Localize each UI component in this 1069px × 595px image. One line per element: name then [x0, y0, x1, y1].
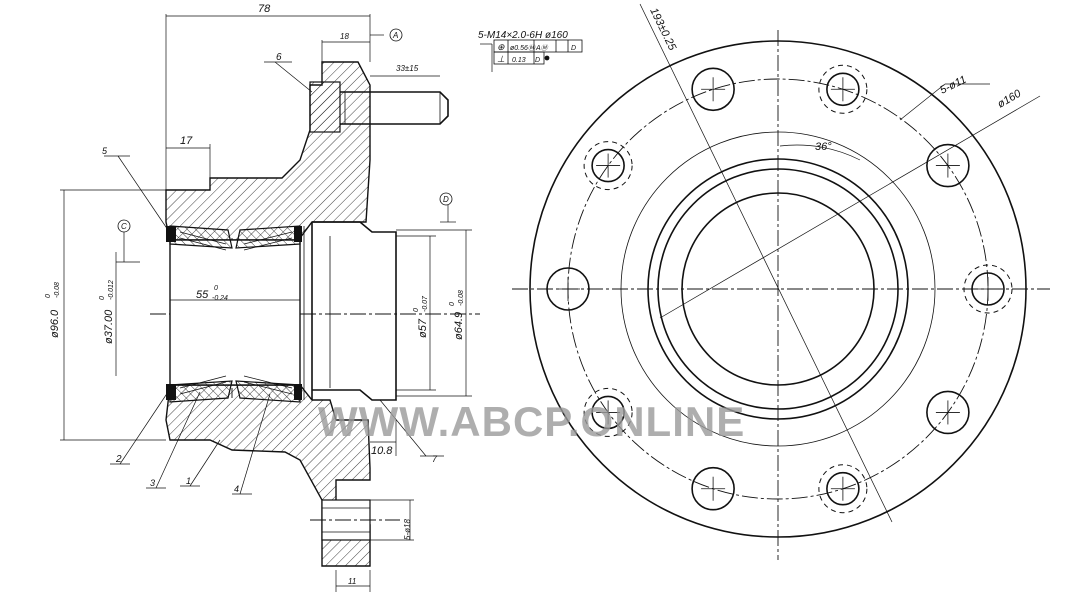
part-label-4: 4: [234, 484, 239, 494]
seal-lower-right: [294, 384, 302, 400]
bearing-race-lower-left: [169, 380, 233, 403]
tapped-hole: [963, 264, 1013, 314]
dim-bore-57: ø57: [417, 318, 429, 338]
dim-angle: 36°: [815, 141, 832, 153]
seal-upper-right: [294, 226, 302, 242]
tol-row2-datum: D: [535, 57, 540, 64]
dim-bore-649-tol-upper: 0: [449, 302, 456, 306]
dim-hole-size: 5-ø18: [403, 519, 412, 540]
dim-bore-649-tol: -0.08: [458, 290, 465, 306]
dim-pcd: ø160: [996, 87, 1024, 110]
part-label-3: 3: [150, 478, 155, 488]
dimension-lines: [60, 14, 472, 592]
part-leaders: [104, 61, 444, 495]
dim-bore-96: ø96.0: [49, 309, 61, 338]
tapped-hole: [818, 64, 868, 114]
dim-hole-callout: 5-ø11: [938, 74, 968, 97]
dim-pilot-length: 10.8: [371, 445, 393, 457]
watermark: WWW.ABCP.ONLINE: [318, 398, 745, 445]
section-view: 78 18 A 33±15 17 C D 55 0 -0.24 ø96.0 0 …: [45, 3, 583, 592]
part-label-2: 2: [115, 454, 122, 465]
thread-callout: 5-M14×2.0-6H ø160: [478, 30, 568, 41]
dim-overall-length: 78: [258, 3, 271, 15]
tapped-hole: [583, 141, 633, 191]
stud-hole: [546, 267, 590, 311]
datum-c-label: C: [121, 222, 127, 231]
tol-row1-datum2: D: [571, 45, 576, 52]
dim-bore-649: ø64.9: [453, 312, 465, 340]
dim-bore-37-tol-upper: 0: [99, 296, 106, 300]
dim-bore-57-tol: -0.07: [422, 295, 429, 312]
bearing-race-upper-right: [235, 225, 301, 249]
dim-bearing-span-tol: -0.24: [212, 295, 228, 302]
tolerance-frame: [480, 39, 583, 72]
part-label-5: 5: [102, 146, 108, 156]
rollers-upper: [179, 231, 293, 251]
wheel-stud: [309, 81, 449, 133]
dim-bore-96-tol: -0.08: [54, 282, 61, 298]
tol-row1-value: ø0.56Ⓜ: [510, 44, 536, 52]
dim-bearing-span: 55: [196, 289, 209, 301]
datum-a-circle: [389, 28, 403, 42]
tol-row2-value: 0.13: [512, 57, 526, 64]
dim-flange-thickness: 18: [340, 32, 349, 41]
seal-lower-left: [166, 384, 176, 400]
part-label-1: 1: [186, 476, 191, 486]
datum-d-circle: [439, 192, 453, 206]
dim-bore-57-tol-upper: 0: [413, 308, 420, 312]
bearing-race-lower-right: [235, 380, 301, 403]
hub-bore: [169, 239, 301, 386]
dim-stud-length: 33±15: [396, 64, 419, 73]
dim-hub-step: 17: [180, 135, 193, 147]
tol-row2-symbol: ⊥: [497, 54, 505, 64]
rollers-lower: [179, 375, 293, 395]
seal-upper-left: [166, 226, 176, 242]
stud-hole: [926, 143, 970, 188]
dim-bore-37: ø37.00: [103, 309, 115, 344]
tol-row1-datum1: AⓂ: [535, 44, 549, 52]
dim-bore-37-tol: -0.012: [108, 280, 115, 300]
stud-hole: [926, 390, 970, 435]
datum-a-label: A: [392, 31, 398, 40]
pilot-outline: [311, 221, 397, 401]
dim-bolt-circle-outer: 193±0.25: [647, 6, 678, 53]
dim-bearing-span-tol-upper: 0: [214, 285, 218, 292]
stud-hole: [691, 67, 735, 112]
part-label-6: 6: [276, 52, 282, 63]
tapped-hole: [583, 387, 633, 437]
bolt-holes: [546, 64, 1013, 514]
tapped-hole: [818, 464, 868, 514]
bearing-race-upper-left: [169, 225, 233, 249]
front-view: 193±0.25 5-ø11 ø160 36°: [512, 3, 1050, 560]
tapped-hole-lower: [310, 499, 400, 541]
stud-hole: [691, 466, 735, 511]
part-label-7: 7: [432, 454, 438, 464]
datum-d-label: D: [443, 195, 449, 204]
dim-hole-depth: 11: [348, 577, 356, 586]
dim-bore-96-tol-upper: 0: [45, 294, 52, 298]
datum-c-circle: [117, 219, 131, 233]
tol-row1-symbol: ⊕: [497, 42, 505, 52]
front-dimension-lines: [639, 3, 1041, 523]
